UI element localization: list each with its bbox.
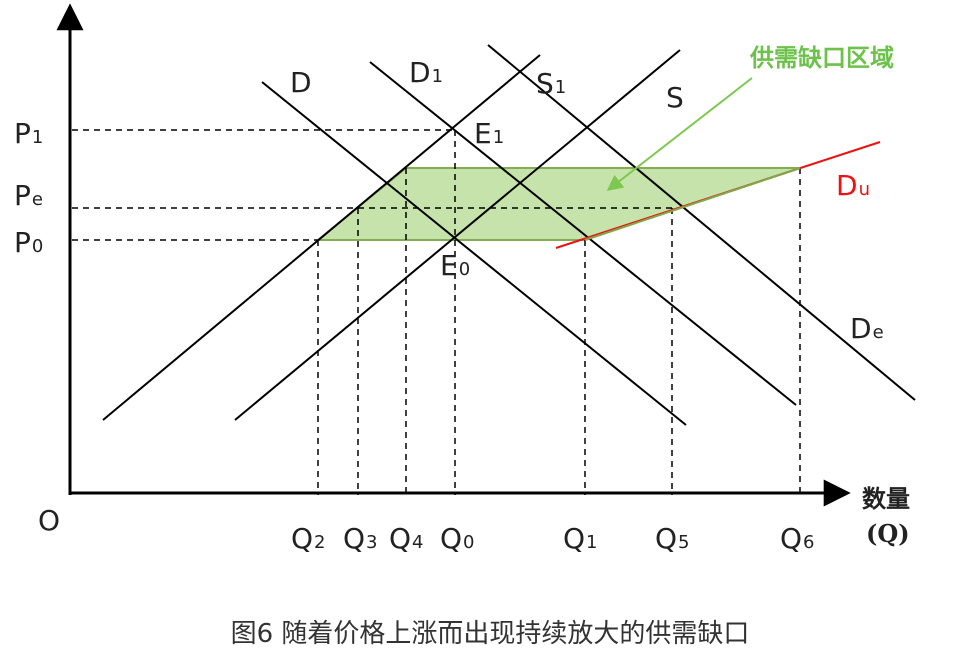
curve-label-S: S (666, 81, 684, 114)
quantity-label-q1: Q1 (563, 522, 598, 555)
price-label-p1: P1 (14, 117, 43, 150)
point-label-E0: E0 (440, 249, 470, 282)
quantity-label-q4: Q4 (389, 522, 424, 555)
quantity-label-q6: Q6 (780, 522, 815, 555)
curve-label-De: De (850, 312, 884, 345)
quantity-label-q2: Q2 (291, 522, 326, 555)
origin-label: O (38, 504, 60, 537)
point-label-E1: E1 (474, 117, 504, 150)
demand-curve-D (261, 81, 687, 426)
demand-curve-D1 (369, 61, 797, 406)
figure-caption: 图6 随着价格上涨而出现持续放大的供需缺口 (231, 619, 750, 649)
curve-label-Du: Du (836, 169, 870, 202)
quantity-label-q3: Q3 (343, 522, 378, 555)
curve-label-D: D (290, 66, 312, 99)
quantity-label-q5: Q5 (655, 522, 690, 555)
supply-curve-S1 (102, 54, 541, 421)
annotation-arrow (606, 77, 753, 191)
quantity-label-q0: Q0 (440, 522, 475, 555)
price-label-p0: P0 (14, 226, 43, 259)
curve-label-D1: D1 (409, 56, 443, 89)
supply-curve-S (234, 49, 681, 421)
price-label-pe: Pe (14, 179, 43, 212)
dashed-guides (72, 129, 801, 495)
curve-label-S1: S1 (536, 67, 566, 100)
gap-lower-edge (584, 167, 801, 241)
gap-annotation: 供需缺口区域 (749, 44, 894, 72)
demand-curve-De (487, 44, 916, 401)
x-axis-title-line1: 数量 (862, 484, 910, 513)
x-axis-title-line2: (Q) (866, 519, 910, 548)
